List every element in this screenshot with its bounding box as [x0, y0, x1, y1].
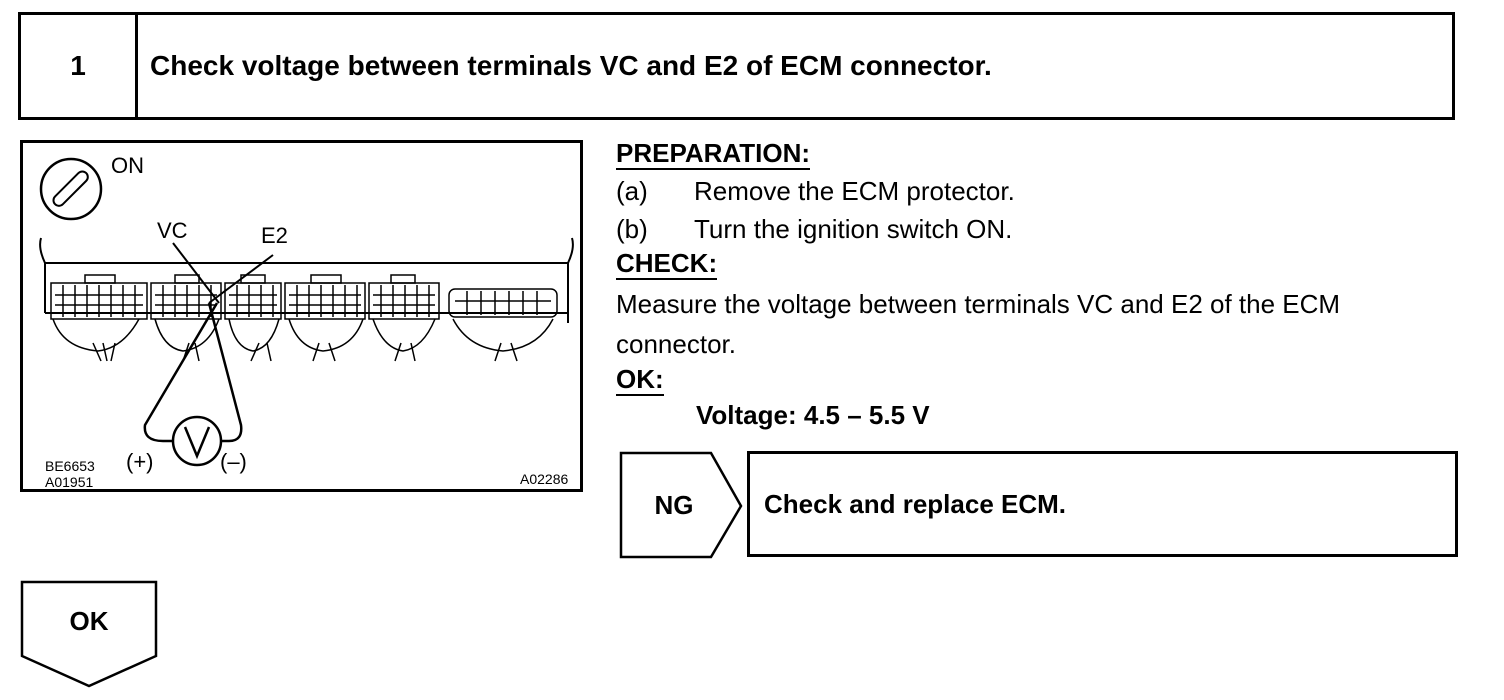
connector-blocks — [50, 274, 558, 320]
tester-probes — [143, 302, 243, 443]
figure-code-3: A02286 — [520, 471, 569, 487]
terminal-leaders — [172, 242, 274, 304]
check-heading: CHECK: — [616, 248, 718, 280]
step-title: Check voltage between terminals VC and E… — [150, 50, 992, 81]
ng-label: NG — [654, 489, 694, 520]
step-text: Remove the ECM protector. — [694, 176, 1015, 206]
step-label: (b) — [616, 214, 648, 244]
instructions: PREPARATION: (a) Remove the ECM protecto… — [616, 138, 1476, 434]
connector-drawing — [39, 157, 574, 467]
ng-action-box: Check and replace ECM. — [747, 451, 1458, 557]
ok-label: OK — [69, 605, 109, 636]
ecm-connector-housing — [39, 237, 574, 323]
step-text: Turn the ignition switch ON. — [694, 214, 1013, 244]
voltmeter-icon — [171, 415, 223, 467]
ignition-on-label: ON — [111, 153, 144, 178]
step-label: (a) — [616, 176, 648, 206]
prep-step-b: (b) Turn the ignition switch ON. — [616, 210, 1476, 248]
terminal-vc-label: VC — [157, 218, 188, 243]
minus-probe-label: (–) — [220, 449, 247, 474]
prep-step-a: (a) Remove the ECM protector. — [616, 172, 1476, 210]
voltage-spec: Voltage: 4.5 – 5.5 V — [696, 400, 930, 430]
ok-arrow-shape — [20, 580, 158, 688]
figure-code-2: A01951 — [45, 474, 94, 490]
ok-heading: OK: — [616, 364, 664, 396]
ignition-key-icon — [39, 157, 103, 221]
check-text: Measure the voltage between terminals VC… — [616, 289, 1341, 359]
wire-harness — [52, 318, 554, 362]
plus-probe-label: (+) — [126, 449, 154, 474]
figure-code-1: BE6653 — [45, 458, 95, 474]
preparation-heading: PREPARATION: — [616, 138, 811, 170]
terminal-e2-label: E2 — [261, 223, 288, 248]
step-number: 1 — [21, 15, 138, 117]
connector-diagram: ON VC E2 (+) (–) BE6653 A01951 A02286 — [20, 140, 583, 492]
step-header: 1 Check voltage between terminals VC and… — [18, 12, 1455, 120]
ng-arrow-shape — [619, 451, 743, 559]
